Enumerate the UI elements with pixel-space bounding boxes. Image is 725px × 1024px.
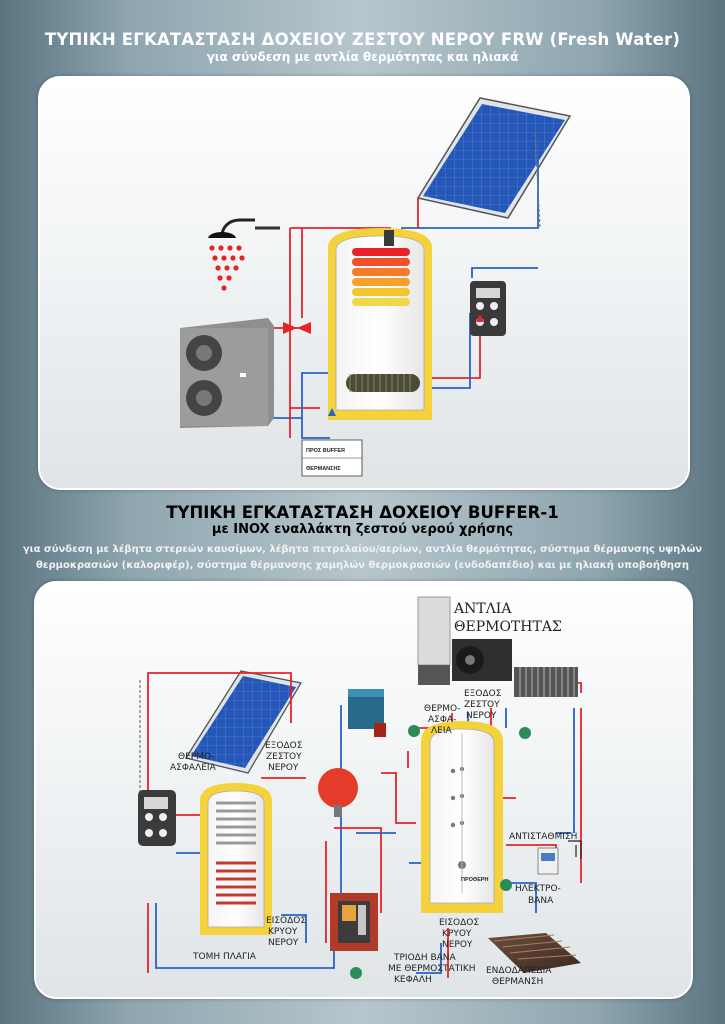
label-thermo-a-2: ΑΣΦΑΛΕΙΑ (170, 763, 217, 773)
label-hot-out-a-3: ΝΕΡΟΥ (268, 763, 299, 773)
section2-title: ΤΥΠΙΚΗ ΕΓΚΑΤΑΣΤΑΣΗ ΔΟΧΕΙΟΥ BUFFER-1 (166, 503, 559, 522)
underfloor-heating (488, 933, 581, 973)
label-cold-in-a-2: ΚΡΥΟΥ (268, 927, 298, 937)
label-electro-valve-2: ΒΑΝΑ (528, 896, 554, 906)
solid-fuel-boiler (330, 893, 378, 951)
label-cold-in-b-3: ΝΕΡΟΥ (442, 940, 473, 950)
heat-pump-label-2: ΘΕΡΜΟΤΗΤΑΣ (454, 619, 562, 635)
label-hot-out-b-3: ΝΕΡΟΥ (466, 711, 497, 721)
box-label-heating: ΘΕΡΜΑΝΣΗΣ (306, 466, 341, 472)
solar-coil (346, 374, 420, 392)
label-hot-out-a-2: ΖΕΣΤΟΥ (266, 752, 302, 762)
radiator-icon (514, 667, 578, 697)
label-heater: ΠΡΟΘΕΡΗ (461, 877, 489, 883)
heat-pump-unit (180, 318, 274, 428)
label-cold-in-a-3: ΝΕΡΟΥ (268, 938, 299, 948)
label-compensation: ΑΝΤΙΣΤΑΘΜΙΣΗ (509, 832, 577, 842)
label-cold-in-a-1: ΕΙΣΟΔΟΣ (266, 916, 306, 926)
label-three-way-3: ΚΕΦΑΛΗ (394, 975, 432, 985)
heat-exchanger-coil (352, 248, 410, 306)
buffer-label-box (301, 439, 363, 477)
label-thermo-b-2: ΑΣΦΑ- (428, 715, 456, 725)
diagram-buffer: ΑΝΤΛΙΑ ΘΕΡΜΟΤΗΤΑΣ Θ (138, 596, 582, 987)
frw-tank (328, 228, 432, 420)
label-thermo-a-1: ΘΕΡΜΟ- (178, 752, 214, 762)
box-label-buffer: ΠΡΟΣ BUFFER (306, 448, 345, 454)
label-hot-out-b-1: ΕΞΟΔΟΣ (464, 689, 502, 699)
diagram-frw-panel: ΠΡΟΣ BUFFER ΘΕΡΜΑΝΣΗΣ (38, 76, 690, 490)
description-line-2: θερμοκρασιών (καλοριφέρ), σύστημα θέρμαν… (36, 560, 689, 571)
solar-controller (470, 281, 506, 336)
solar-controller (138, 790, 176, 846)
label-floor-1: ΕΝΔΟΔΑΠΕΔΙΑ (486, 966, 552, 976)
pipes (255, 133, 541, 439)
heat-pump-label-1: ΑΝΤΛΙΑ (453, 601, 512, 617)
compensation-controller (537, 840, 582, 875)
three-way-valve-icon (283, 322, 311, 334)
solar-collector (416, 97, 572, 219)
label-electro-valve-1: ΗΛΕΚΤΡΟ- (515, 884, 561, 894)
label-cold-in-b-2: ΚΡΥΟΥ (442, 929, 472, 939)
label-thermo-b-3: ΛΕΙΑ (431, 726, 452, 736)
label-cold-in-b-1: ΕΙΣΟΔΟΣ (439, 918, 479, 928)
label-three-way-2: ΜΕ ΘΕΡΜΟΣΤΑΤΙΚΗ (388, 964, 476, 974)
label-three-way-1: ΤΡΙΟΔΗ ΒΑΝΑ (393, 953, 457, 963)
expansion-vessel (318, 768, 358, 817)
description-line-1: για σύνδεση με λέβητα στερεών καυσίμων, … (22, 544, 703, 555)
solar-tank (200, 783, 272, 935)
section2-description: για σύνδεση με λέβητα στερεών καυσίμων, … (0, 542, 725, 574)
page-title: ΤΥΠΙΚΗ ΕΓΚΑΤΑΣΤΑΣΗ ΔΟΧΕΙΟΥ ΖΕΣΤΟΥ ΝΕΡΟΥ … (44, 30, 681, 49)
oil-boiler (348, 689, 386, 737)
page-subtitle: για σύνδεση με αντλία θερμότητας και ηλι… (206, 50, 519, 64)
diagram-buffer-panel: ΑΝΤΛΙΑ ΘΕΡΜΟΤΗΤΑΣ Θ (34, 581, 693, 999)
label-thermo-b-1: ΘΕΡΜΟ- (424, 704, 460, 714)
label-floor-2: ΘΕΡΜΑΝΣΗ (492, 977, 543, 987)
circulator-pump-icon (350, 725, 531, 979)
diagram-frw: ΠΡΟΣ BUFFER ΘΕΡΜΑΝΣΗΣ (180, 97, 572, 477)
section2-subtitle: με INOX εναλλάκτη ζεστού νερού χρήσης (211, 522, 514, 537)
label-hot-out-a-1: ΕΞΟΔΟΣ (265, 741, 303, 751)
buffer-tank (421, 721, 503, 913)
label-section: ΤΟΜΗ ΠΛΑΓΙΑ (192, 952, 257, 962)
shower-icon (208, 218, 255, 291)
solar-collector (184, 670, 303, 774)
label-hot-out-b-2: ΖΕΣΤΟΥ (464, 700, 500, 710)
heat-pump-unit (417, 596, 512, 685)
